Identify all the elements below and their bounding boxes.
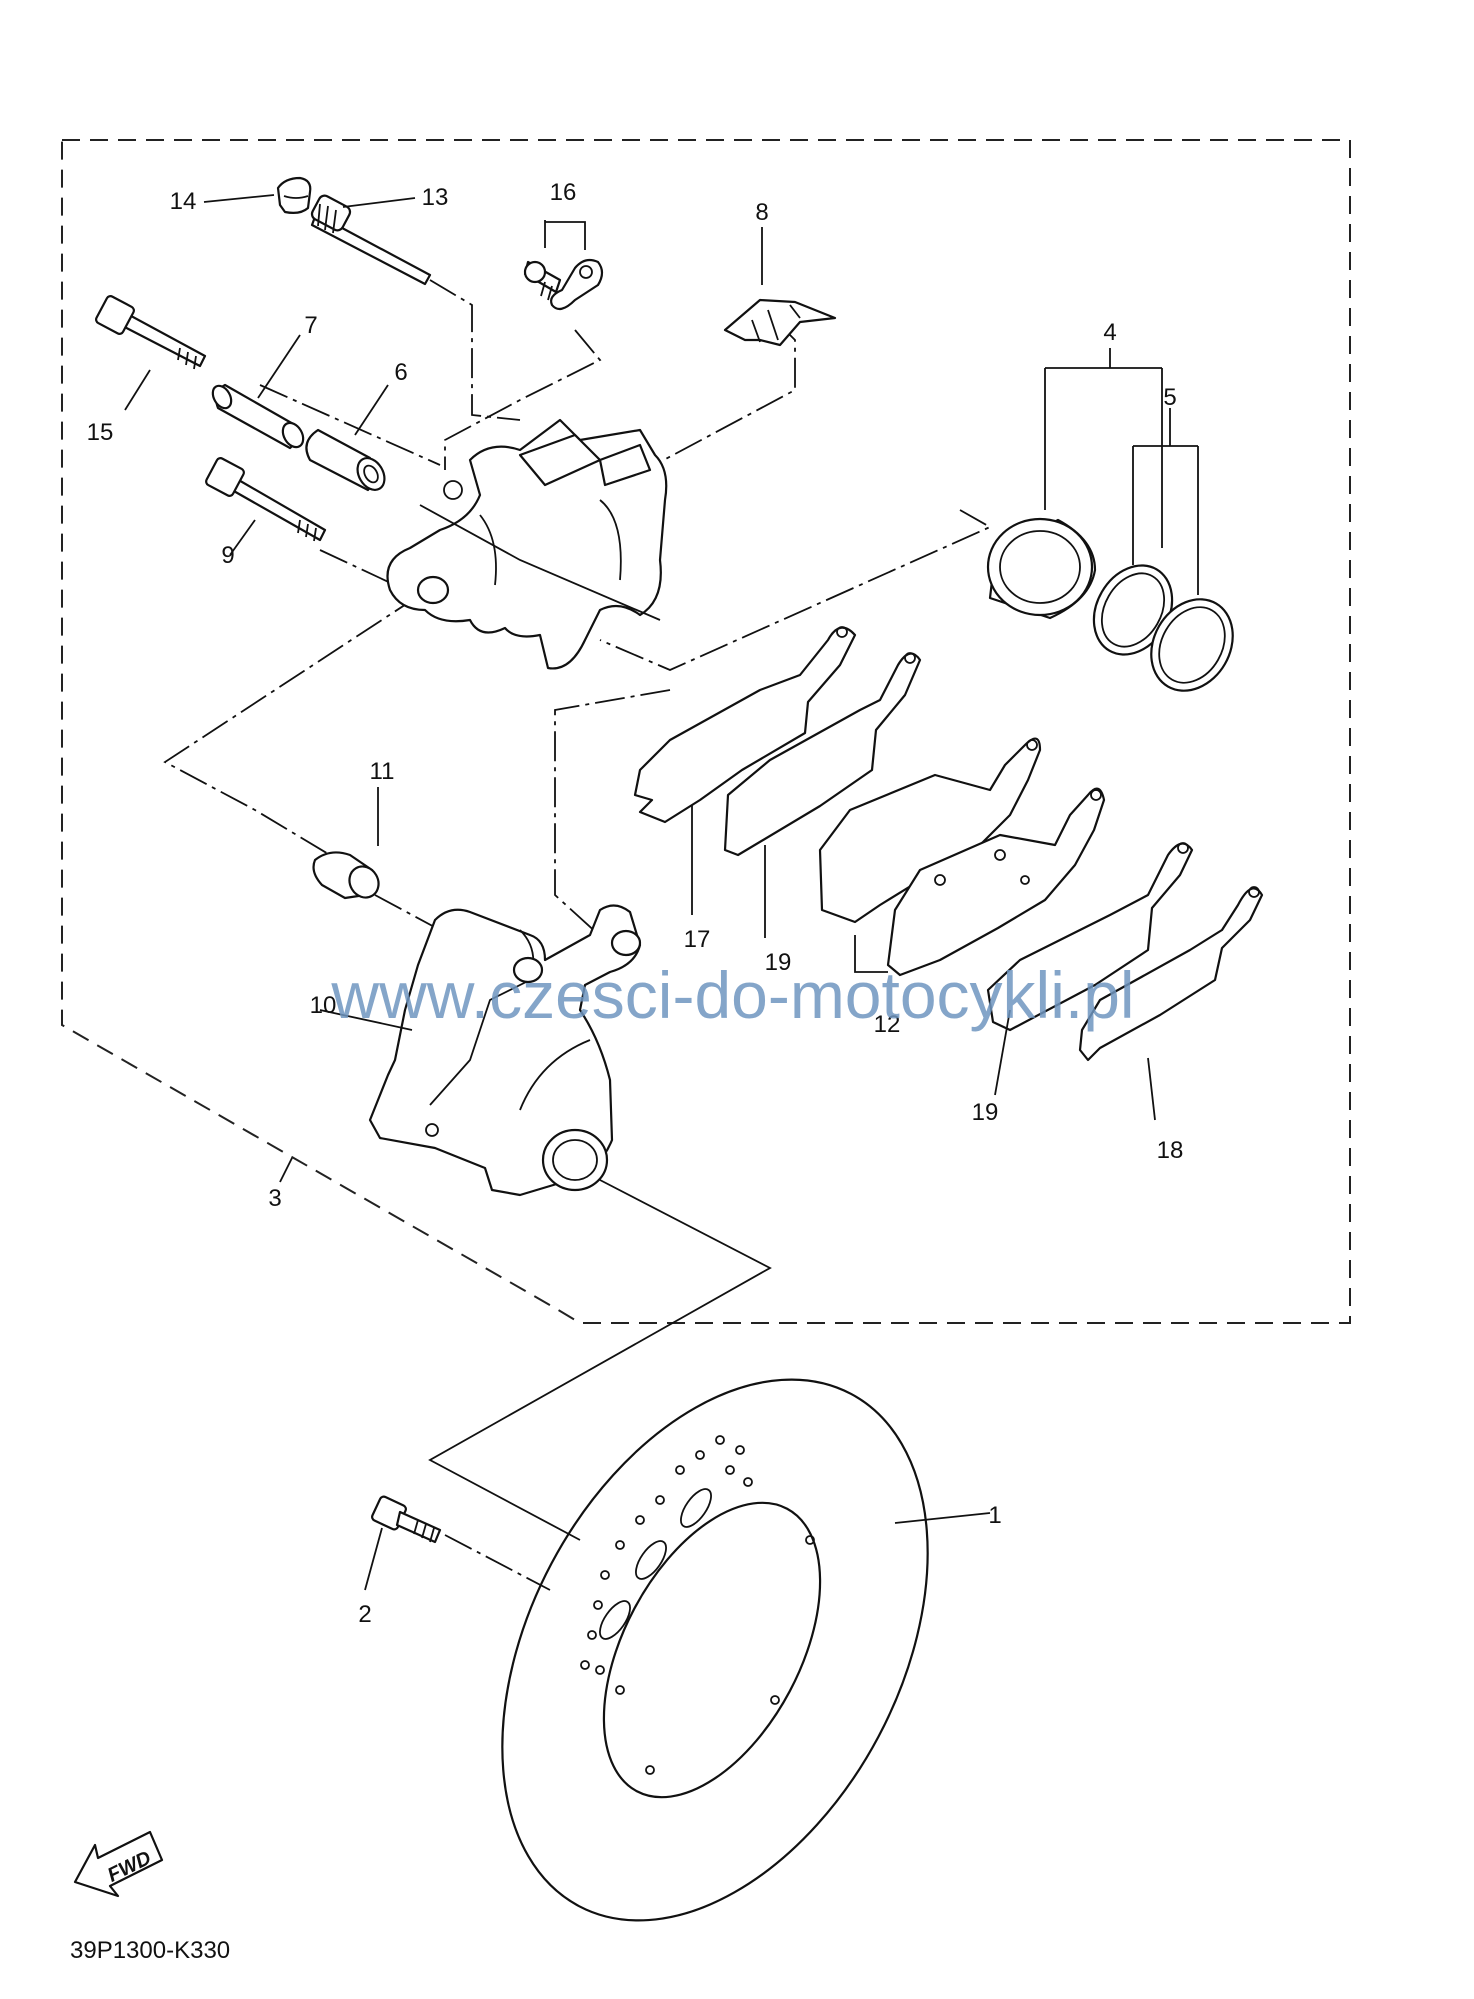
bolt-9 — [205, 457, 327, 542]
callout-19-lower: 19 — [972, 1099, 999, 1126]
callout-2: 2 — [358, 1601, 371, 1628]
callout-12: 12 — [874, 1011, 901, 1038]
callout-15: 15 — [87, 419, 114, 446]
callout-3: 3 — [268, 1185, 281, 1212]
caliper-body — [386, 418, 668, 670]
assembly-line-pin13 — [429, 279, 521, 421]
callout-4: 4 — [1103, 319, 1116, 346]
cap-14 — [276, 176, 312, 214]
callout-16: 16 — [550, 179, 577, 206]
diagram-code: 39P1300-K330 — [70, 1937, 230, 1964]
assembly-line-bolt9 — [319, 549, 396, 586]
callout-9: 9 — [221, 542, 234, 569]
piston-4 — [986, 517, 1097, 620]
pin-7 — [211, 383, 305, 450]
assembly-line-pads — [554, 689, 671, 946]
shim-17 — [633, 626, 857, 824]
brake-pad-19-lower — [986, 842, 1194, 1032]
callout-18: 18 — [1157, 1137, 1184, 1164]
slide-pin-13 — [310, 194, 432, 286]
brake-disc-1 — [501, 1378, 929, 1922]
callout-7: 7 — [304, 312, 317, 339]
callout-13: 13 — [422, 184, 449, 211]
assembly-line-disc-bolt — [444, 1534, 551, 1591]
assembly-line-piston — [599, 509, 992, 671]
callout-14: 14 — [170, 188, 197, 215]
assembly-line-bolt15 — [259, 384, 441, 466]
assembly-line-bracket — [163, 594, 421, 856]
caliper-bracket-10 — [368, 904, 642, 1197]
disc-mounting-line — [428, 1179, 772, 1541]
assembly-line-boot — [374, 894, 441, 931]
watermark: www.czesci-do-motocykli.pl — [330, 958, 1134, 1032]
caliper-assembly-boundary — [61, 139, 1351, 1324]
sleeve-6 — [305, 428, 386, 492]
boot-11 — [312, 851, 380, 900]
callout-1: 1 — [988, 1502, 1001, 1529]
seal-5b — [1150, 598, 1234, 692]
pad-kit-12 — [818, 737, 1106, 977]
callout-5: 5 — [1163, 384, 1176, 411]
leader-lines — [124, 194, 1199, 1591]
callout-8: 8 — [755, 199, 768, 226]
shim-18 — [1078, 886, 1264, 1062]
callout-17: 17 — [684, 926, 711, 953]
brake-pad-19-upper — [723, 652, 922, 857]
bleed-screw-16 — [523, 258, 604, 311]
disc-bolt-2 — [371, 1495, 442, 1544]
callout-6: 6 — [394, 359, 407, 386]
bolt-15 — [95, 295, 207, 370]
fwd-arrow-icon: FWD — [73, 1830, 164, 1898]
callout-11: 11 — [370, 758, 395, 785]
callout-19-upper: 19 — [765, 949, 792, 976]
callout-10: 10 — [310, 992, 337, 1019]
clip-8 — [723, 298, 837, 347]
assembly-line-bleeder — [444, 329, 602, 470]
